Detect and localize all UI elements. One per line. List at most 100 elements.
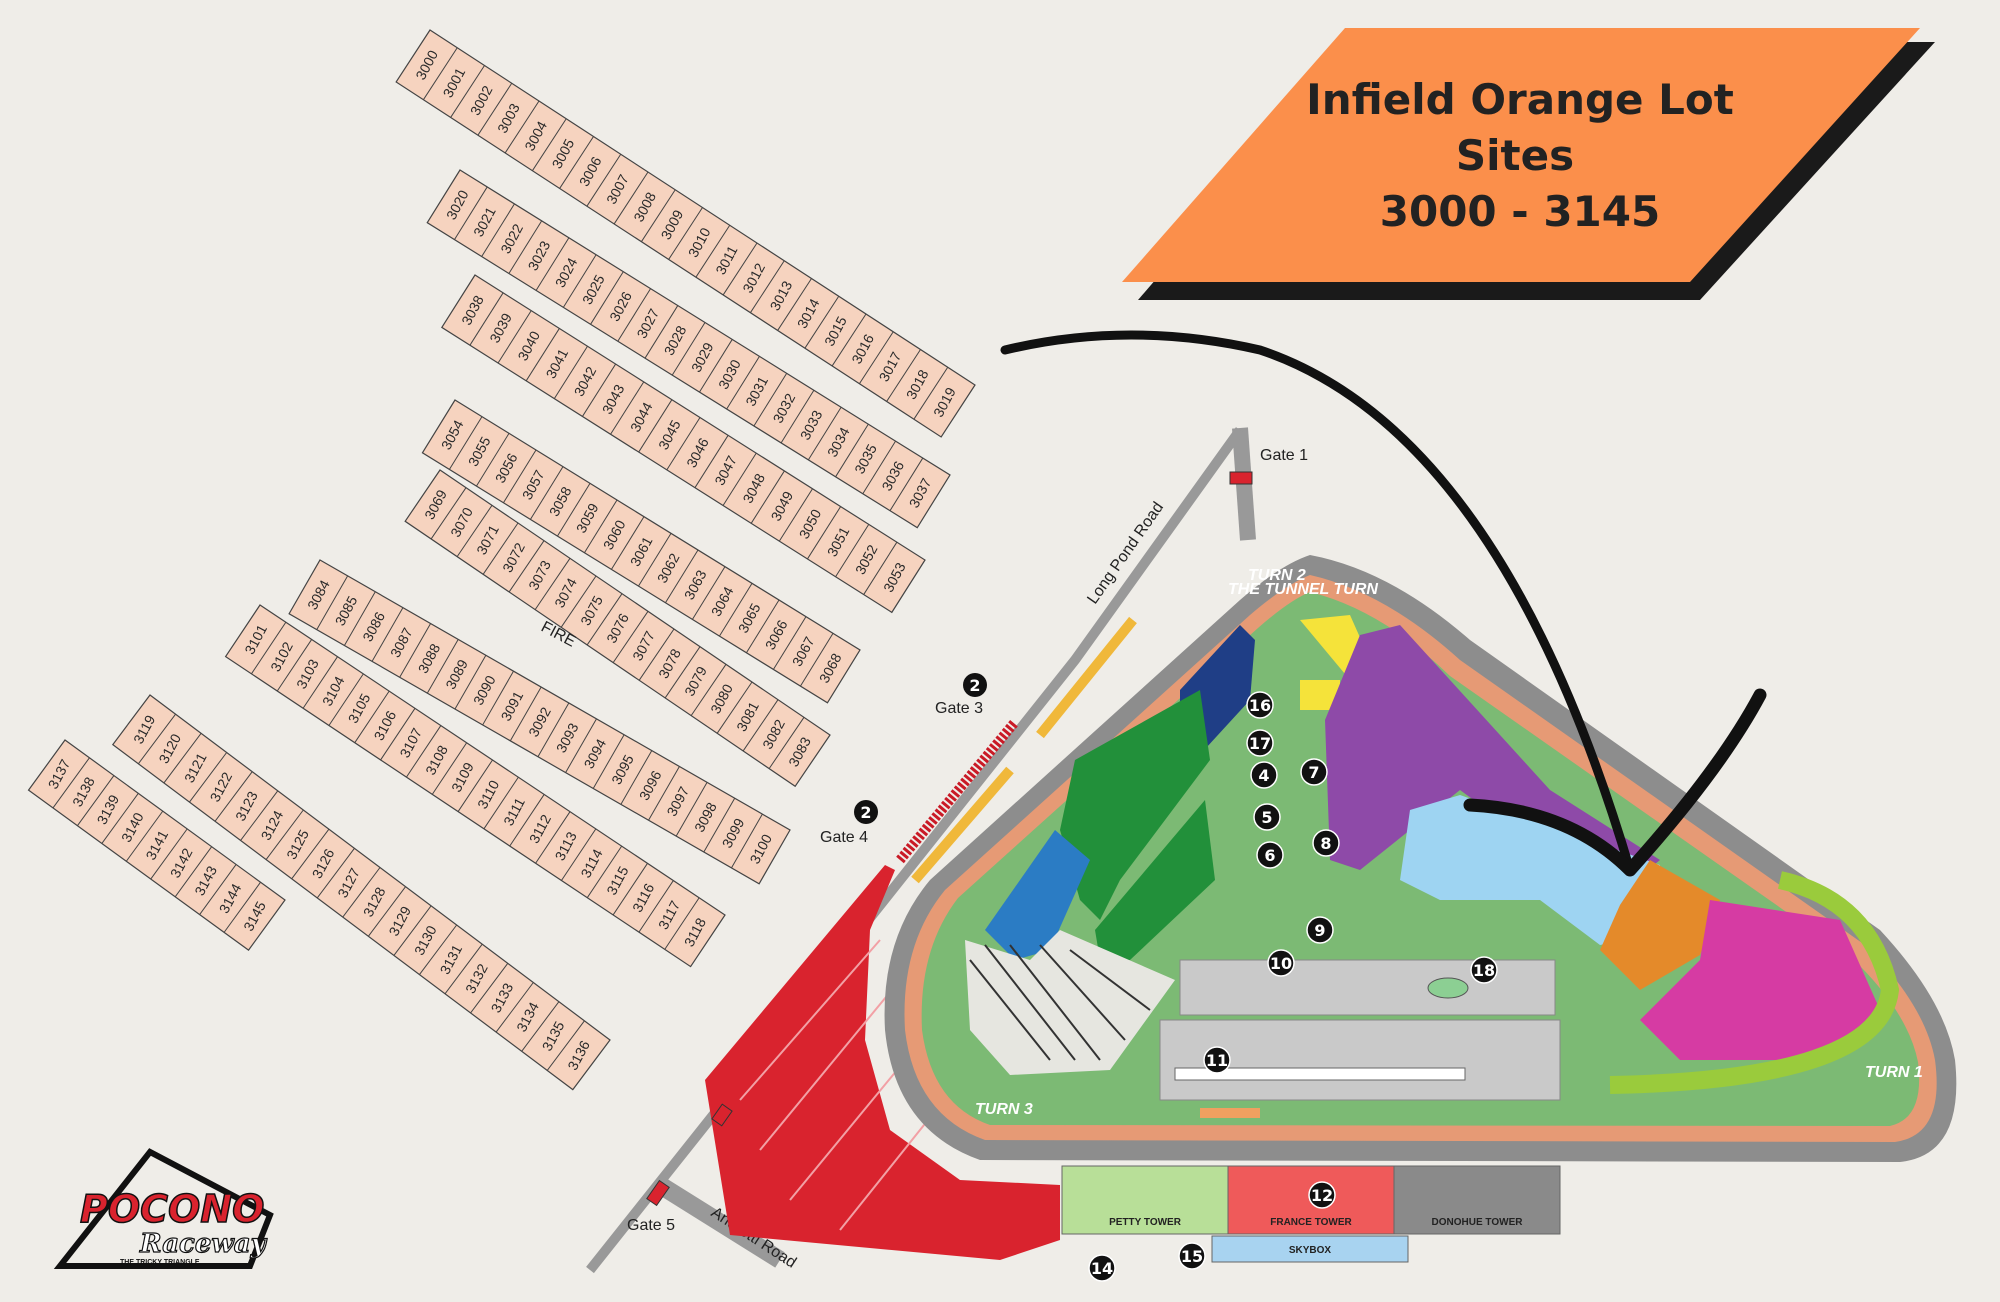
lot-site-divider bbox=[302, 656, 338, 709]
map-marker[interactable] bbox=[1246, 729, 1274, 757]
lot-site-divider bbox=[726, 356, 760, 410]
lot-site-divider bbox=[470, 963, 509, 1014]
france-tower-label: FRANCE TOWER bbox=[1270, 1217, 1352, 1228]
map-marker-number: 15 bbox=[1181, 1247, 1203, 1266]
lot-site-divider bbox=[612, 611, 649, 663]
lot-site-divider bbox=[648, 766, 680, 821]
lot-site-divider bbox=[800, 633, 834, 687]
lot-site-divider bbox=[430, 487, 467, 540]
lot-site-divider bbox=[328, 673, 364, 726]
lot-row-block bbox=[288, 559, 791, 885]
lot-site-divider bbox=[509, 794, 545, 847]
gate-5-label: Gate 5 bbox=[627, 1217, 675, 1234]
lot-site-divider bbox=[240, 790, 279, 841]
lot-site-divider bbox=[807, 506, 842, 560]
lot-site-divider bbox=[640, 189, 676, 242]
lot-site-divider bbox=[863, 541, 898, 595]
lot-site-divider bbox=[553, 345, 588, 399]
lot-site-divider bbox=[316, 848, 355, 899]
lot-site-divider bbox=[189, 752, 228, 803]
lot-site-divider bbox=[613, 171, 649, 225]
lot-site-divider bbox=[454, 186, 488, 240]
donohue-tower-label: DONOHUE TOWER bbox=[1432, 1217, 1524, 1228]
map-marker[interactable] bbox=[1300, 758, 1328, 786]
logo-script: Raceway bbox=[139, 1229, 268, 1259]
lot-site-divider bbox=[768, 717, 805, 769]
red-parking-lot bbox=[705, 865, 1060, 1260]
arrow-head bbox=[1463, 688, 1767, 877]
map-marker[interactable] bbox=[1088, 1254, 1116, 1282]
lot-site-divider bbox=[431, 742, 468, 795]
lot-site-divider bbox=[454, 655, 487, 710]
lot-site-divider bbox=[477, 82, 513, 136]
lot-site-divider bbox=[521, 1001, 560, 1052]
lot-site-divider bbox=[565, 718, 597, 773]
lot-site-divider bbox=[125, 810, 164, 862]
lot-site-divider bbox=[342, 867, 381, 918]
petty-tower bbox=[1061, 1165, 1229, 1235]
lot-site-divider bbox=[251, 621, 287, 675]
lot-site-divider bbox=[611, 516, 645, 570]
dark-green-lot-lower bbox=[1095, 800, 1215, 960]
lot-site-divider bbox=[316, 575, 349, 630]
lot-site-divider bbox=[399, 623, 432, 678]
lot-site-divider bbox=[690, 664, 727, 716]
lot-site-divider bbox=[703, 797, 736, 853]
map-marker[interactable] bbox=[1256, 841, 1284, 869]
turn-2-label: TURN 2 bbox=[1248, 567, 1306, 584]
skybox-label: SKYBOX bbox=[1289, 1245, 1332, 1256]
lot-site-divider bbox=[889, 457, 924, 511]
gate-1-label: Gate 1 bbox=[1260, 447, 1308, 464]
lot-site-divider bbox=[746, 599, 780, 654]
lot-site-divider bbox=[590, 271, 624, 325]
lot-site-divider bbox=[610, 381, 645, 435]
lot-site-divider bbox=[620, 750, 653, 805]
banner-title-line1: Infield Orange Lot bbox=[1306, 75, 1734, 124]
magenta-lot bbox=[1640, 900, 1880, 1060]
map-marker[interactable] bbox=[1267, 949, 1295, 977]
map-marker-number: 6 bbox=[1264, 846, 1275, 865]
victory-lane bbox=[1427, 977, 1469, 999]
lot-site-divider bbox=[559, 136, 594, 189]
lot-site-divider bbox=[638, 628, 675, 681]
gate-4-label: Gate 4 bbox=[820, 829, 868, 846]
lot-site-divider bbox=[644, 305, 679, 359]
lot-site-divider bbox=[509, 686, 542, 742]
lot-site-divider bbox=[199, 864, 237, 915]
lot-site-divider bbox=[444, 943, 483, 995]
lot-site-divider bbox=[504, 100, 540, 154]
lot-site-divider bbox=[695, 224, 731, 278]
lot-site-divider bbox=[831, 313, 867, 367]
map-marker[interactable] bbox=[1203, 1046, 1231, 1074]
lot-site-divider bbox=[483, 776, 519, 830]
lot-site-divider bbox=[557, 483, 591, 537]
banner-title-line3: 3000 - 3145 bbox=[1380, 187, 1660, 236]
map-marker[interactable] bbox=[1306, 916, 1334, 944]
lot-site-divider bbox=[638, 533, 672, 587]
lot-site-divider bbox=[476, 433, 510, 487]
logo-brand: POCONO bbox=[80, 1187, 264, 1231]
map-marker[interactable] bbox=[1178, 1242, 1206, 1270]
map-marker[interactable] bbox=[1308, 1181, 1336, 1209]
lot-site-divider bbox=[777, 278, 812, 331]
lot-row: 3084308530863087308830893090309130923093… bbox=[288, 559, 791, 885]
lot-site-divider bbox=[371, 607, 404, 662]
pit-building bbox=[1179, 959, 1556, 1016]
lot-site-divider bbox=[664, 646, 701, 699]
lot-site-divider bbox=[534, 558, 571, 610]
lot-site-divider bbox=[773, 616, 807, 670]
map-marker[interactable] bbox=[1312, 829, 1340, 857]
map-marker[interactable] bbox=[1253, 803, 1281, 831]
lot-row: 3069307030713072307330743075307630773078… bbox=[404, 469, 831, 788]
lot-site-divider bbox=[886, 349, 921, 402]
yellow-strip-lower bbox=[911, 766, 1014, 884]
lot-site-divider bbox=[862, 440, 896, 495]
lot-site-divider bbox=[456, 505, 493, 557]
map-marker[interactable] bbox=[1470, 956, 1498, 984]
map-marker[interactable] bbox=[1246, 691, 1274, 719]
lot-site-divider bbox=[560, 575, 597, 628]
lot-site-divider bbox=[780, 390, 815, 444]
map-marker[interactable] bbox=[1250, 761, 1278, 789]
lot-site-divider bbox=[778, 488, 813, 542]
